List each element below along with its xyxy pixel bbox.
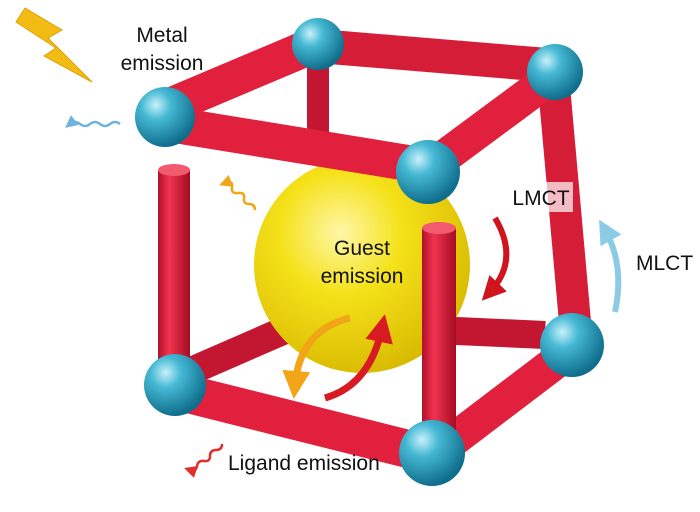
lightning-icon (15, 7, 93, 83)
rod-front-vertical (422, 228, 456, 443)
guest-emission-wave-icon (219, 174, 257, 211)
rod-top-right (429, 66, 559, 174)
mlct-arrow-icon (599, 219, 622, 313)
node-top-right (527, 44, 583, 100)
metal-emission-label-line1: Metal (136, 24, 187, 47)
guest-sphere (254, 157, 470, 373)
guest-emission-label-line2: emission (321, 265, 404, 288)
node-bottom-front (399, 420, 465, 486)
node-bottom-left (144, 354, 206, 416)
rod-left-vertical (158, 170, 190, 380)
ligand-to-guest-arrow (323, 314, 393, 402)
ligand-emission-label: Ligand emission (228, 452, 380, 475)
node-top-left (135, 87, 195, 147)
node-top-back (292, 18, 344, 70)
metal-emission-wave-icon (65, 115, 121, 128)
metal-emission-label-line2: emission (121, 52, 204, 75)
front-rods (157, 31, 576, 471)
guest-to-ligand-arrow (282, 314, 351, 399)
rod-top-front (172, 107, 423, 183)
node-bottom-right (540, 313, 604, 377)
rod-bottom-right (429, 341, 576, 464)
rod-top-left (157, 31, 315, 125)
rod-back-top (301, 29, 564, 82)
lmct-label: LMCT (512, 187, 569, 210)
ligand-emission-wave-icon (184, 443, 224, 478)
metal-nodes (135, 18, 604, 486)
node-top-front (396, 140, 460, 204)
lmct-arrow-icon (481, 216, 510, 301)
mlct-label: MLCT (636, 252, 693, 275)
lmct-label-bg (509, 182, 573, 212)
guest-emission-label-line1: Guest (334, 237, 390, 260)
rod-bottom-front (175, 373, 425, 471)
